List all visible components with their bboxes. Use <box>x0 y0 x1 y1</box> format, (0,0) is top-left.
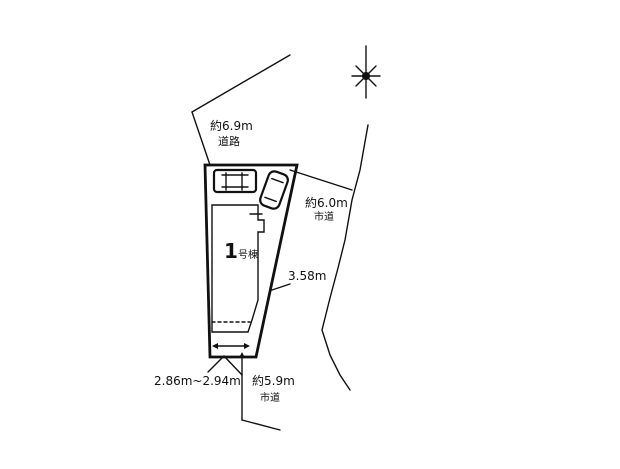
lot-number: 1 <box>224 239 238 263</box>
dim-line-side <box>271 283 291 291</box>
north-arrow-icon <box>351 45 381 99</box>
frontage-dimension-label: 2.86m~2.94m <box>154 374 241 388</box>
north-road-type: 道路 <box>218 134 240 148</box>
dim-line-north <box>191 111 211 166</box>
side-dimension: 3.58m <box>288 269 326 283</box>
car-icon <box>259 170 289 210</box>
south-road-distance: 約5.9m <box>252 373 295 388</box>
road-line-north <box>191 54 291 113</box>
south-road-type: 市道 <box>260 391 280 404</box>
building-footprint <box>211 204 265 333</box>
road-line-south <box>241 419 281 431</box>
north-road-distance: 約6.9m <box>210 118 253 133</box>
lot-boundary <box>203 163 299 359</box>
east-road-distance: 約6.0m <box>305 195 348 210</box>
frontage-dimension <box>207 343 250 421</box>
lot-suffix: 号棟 <box>238 248 258 261</box>
car-icon <box>212 168 258 194</box>
road-line-east <box>321 124 369 391</box>
east-road-type: 市道 <box>314 210 334 223</box>
dim-line-east <box>289 169 353 191</box>
